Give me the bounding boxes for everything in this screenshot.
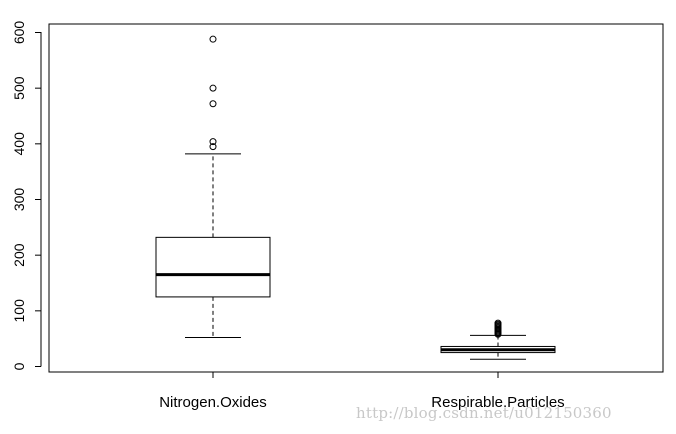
category-label: Nitrogen.Oxides <box>159 394 267 411</box>
x-axis-ticks: Nitrogen.Oxides Respirable.Particles <box>159 372 565 411</box>
y-tick-label: 400 <box>11 132 27 156</box>
y-tick-label: 600 <box>11 21 27 45</box>
outlier-point <box>494 319 502 327</box>
y-tick-label: 100 <box>11 299 27 323</box>
iqr-box <box>155 236 271 298</box>
outlier-point <box>209 35 217 43</box>
y-tick-label: 200 <box>11 243 27 267</box>
outlier-point <box>209 100 217 108</box>
boxes <box>155 35 556 360</box>
y-tick-label: 0 <box>11 362 27 370</box>
watermark-text: http://blog.csdn.net/u012150360 <box>356 404 612 422</box>
outlier-point <box>209 143 217 151</box>
outlier-point <box>209 138 217 146</box>
y-tick-label: 300 <box>11 188 27 212</box>
category-label: Respirable.Particles <box>431 394 564 411</box>
outlier-point <box>209 84 217 92</box>
plot-frame <box>48 23 664 373</box>
y-tick-label: 500 <box>11 76 27 100</box>
y-axis-ticks: 0 100 200 300 400 500 600 <box>11 21 41 370</box>
